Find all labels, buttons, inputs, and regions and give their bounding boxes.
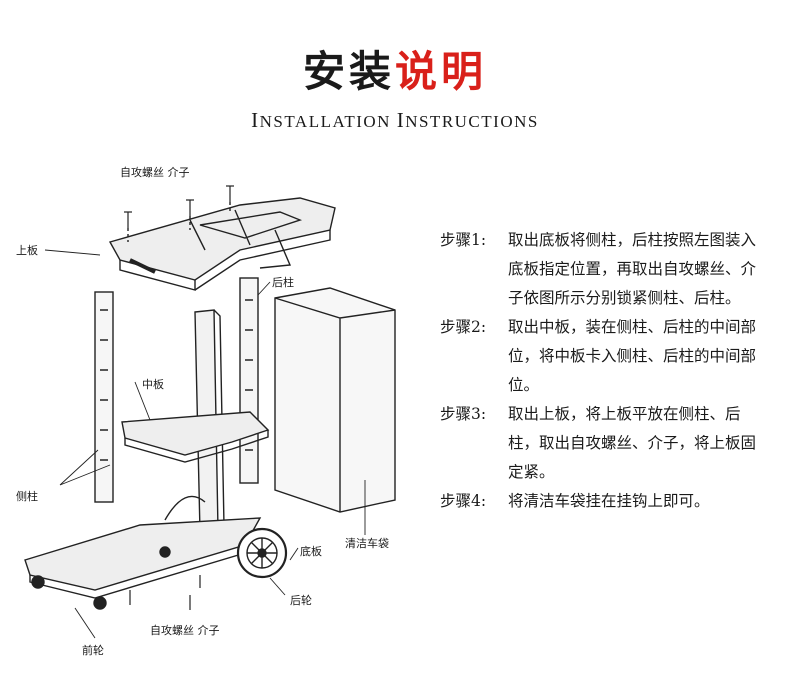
- step-label: 步骤3:: [440, 405, 487, 423]
- step-text: 取出上板，将上板平放在侧柱、后柱，取出自攻螺丝、介子，将上板固定紧。: [508, 405, 757, 481]
- step-4: 步骤4: 将清洁车袋挂在挂钩上即可。: [440, 487, 780, 516]
- cart-drawing: [24, 185, 396, 639]
- label-top-board: 上板: [16, 244, 38, 257]
- step-label: 步骤1:: [440, 231, 487, 249]
- top-screws-drawing: [124, 185, 234, 228]
- leader-lines: [44, 249, 366, 639]
- title-part-2: 说明: [395, 47, 488, 96]
- title-part-1: 安装: [302, 47, 395, 96]
- step-1: 步骤1: 取出底板将侧柱，后柱按照左图装入底板指定位置，再取出自攻螺丝、介子依图…: [440, 226, 780, 313]
- label-screws-top: 自攻螺丝 介子: [120, 166, 190, 179]
- label-rear-wheel: 后轮: [290, 594, 312, 607]
- label-bottom-board: 底板: [300, 545, 322, 558]
- side-posts-drawing: [94, 277, 259, 503]
- page-subtitle: INSTALLATION INSTRUCTIONS: [251, 108, 539, 132]
- top-board-drawing: [108, 197, 336, 291]
- step-2: 步骤2: 取出中板，装在侧柱、后柱的中间部位，将中板卡入侧柱、后柱的中间部位。: [440, 313, 780, 400]
- label-middle-board: 中板: [142, 378, 164, 391]
- step-label: 步骤4:: [440, 492, 487, 510]
- cart-assembly-diagram: 自攻螺丝 介子 上板 后柱 中板 侧柱 底板 清洁车袋 后轮 自攻螺丝 介子 前…: [0, 150, 430, 681]
- bottom-screws-drawing: [129, 575, 201, 610]
- middle-board-drawing: [121, 411, 270, 463]
- step-label: 步骤2:: [440, 318, 487, 336]
- step-text: 取出中板，装在侧柱、后柱的中间部位，将中板卡入侧柱、后柱的中间部位。: [508, 318, 757, 394]
- label-side-post: 侧柱: [16, 490, 38, 503]
- step-text: 取出底板将侧柱，后柱按照左图装入底板指定位置，再取出自攻螺丝、介子依图所示分别锁…: [508, 231, 757, 307]
- instruction-steps: 步骤1: 取出底板将侧柱，后柱按照左图装入底板指定位置，再取出自攻螺丝、介子依图…: [440, 226, 780, 516]
- label-front-wheel: 前轮: [82, 644, 104, 657]
- bottom-board-drawing: [24, 495, 262, 599]
- step-3: 步骤3: 取出上板，将上板平放在侧柱、后柱，取出自攻螺丝、介子，将上板固定紧。: [440, 400, 780, 487]
- bag-drawing: [274, 287, 396, 513]
- label-screws-bottom: 自攻螺丝 介子: [150, 624, 220, 637]
- page-title: 安装说明: [0, 38, 790, 99]
- step-text: 将清洁车袋挂在挂钩上即可。: [508, 492, 710, 510]
- label-cleaning-bag: 清洁车袋: [345, 537, 389, 550]
- wheels-drawing: [31, 527, 288, 610]
- label-rear-post: 后柱: [272, 276, 294, 289]
